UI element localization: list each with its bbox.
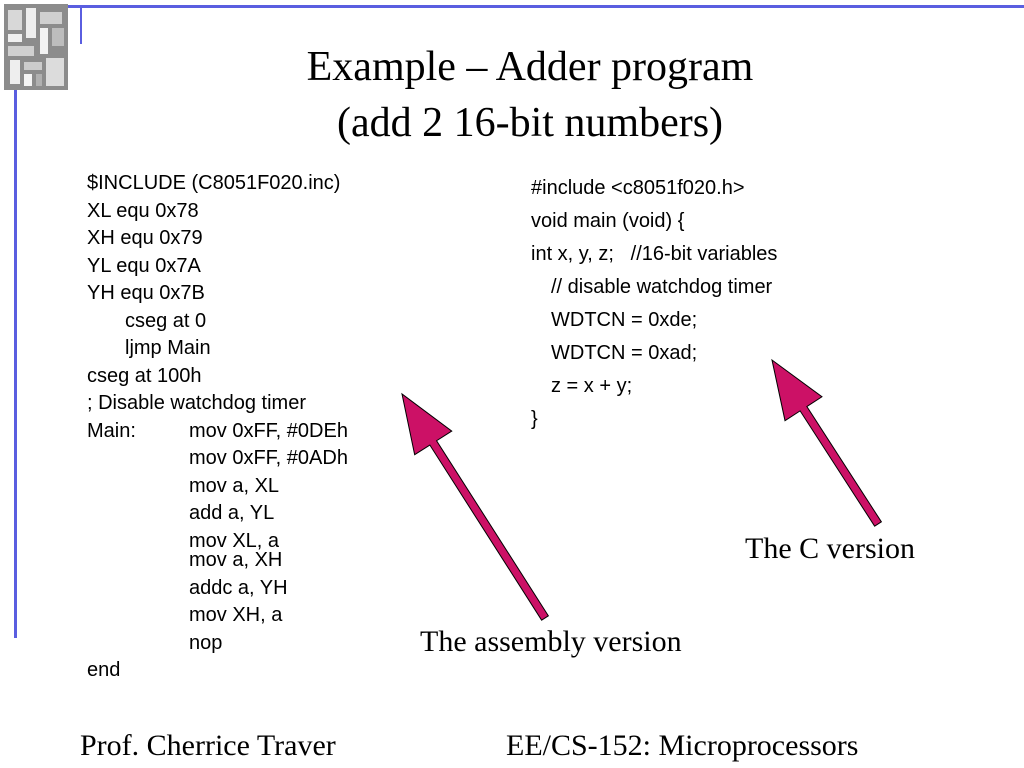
- assembly-line: mov XL, a: [87, 528, 348, 556]
- footer-course: EE/CS-152: Microprocessors: [506, 729, 859, 762]
- chip-logo: [4, 4, 68, 90]
- c-code-line: }: [531, 408, 538, 430]
- assembly-line: YH equ 0x7B: [87, 280, 348, 308]
- assembly-instruction: ljmp Main: [125, 337, 211, 359]
- assembly-line: mov a, XL: [87, 473, 348, 501]
- c-code-block: #include <c8051f020.h> void main (void) {…: [531, 172, 777, 436]
- top-rule: [68, 5, 1024, 8]
- assembly-instruction: YH equ 0x7B: [87, 282, 205, 304]
- footer-author: Prof. Cherrice Traver: [80, 729, 336, 762]
- assembly-instruction: nop: [189, 631, 223, 654]
- assembly-line: mov XH, a: [87, 602, 348, 630]
- left-rule-inner: [80, 8, 82, 44]
- assembly-line: addc a, YH: [87, 575, 348, 603]
- assembly-instruction: cseg at 100h: [87, 364, 202, 387]
- assembly-instruction: mov a, XH: [189, 549, 283, 571]
- assembly-line: XH equ 0x79: [87, 225, 348, 253]
- c-code-line: // disable watchdog timer: [551, 276, 773, 298]
- slide-title-line-1: Example – Adder program: [306, 44, 754, 90]
- assembly-line: XL equ 0x78: [87, 198, 348, 226]
- assembly-line: ljmp Main: [87, 335, 348, 363]
- assembly-instruction: cseg at 0: [125, 309, 207, 332]
- c-code-line: void main (void) {: [531, 210, 685, 232]
- assembly-instruction: $INCLUDE (C8051F020.inc): [87, 172, 341, 194]
- assembly-instruction: add a, YL: [189, 502, 275, 524]
- assembly-line: mov a, XH: [87, 547, 348, 575]
- assembly-instruction: end: [87, 659, 121, 681]
- assembly-line: cseg at 100h: [87, 363, 348, 391]
- assembly-instruction: mov 0xFF, #0ADh: [189, 447, 348, 469]
- assembly-instruction: addc a, YH: [189, 576, 288, 599]
- assembly-instruction: mov XL, a: [189, 529, 280, 552]
- assembly-instruction: XL equ 0x78: [87, 199, 199, 222]
- assembly-instruction: YL equ 0x7A: [87, 254, 201, 277]
- assembly-line: end: [87, 657, 348, 685]
- c-code-line: WDTCN = 0xde;: [551, 309, 698, 331]
- assembly-line: mov 0xFF, #0ADh: [87, 445, 348, 473]
- c-code-line: int x, y, z; //16-bit variables: [531, 243, 778, 265]
- c-code-line: #include <c8051f020.h>: [531, 177, 745, 199]
- assembly-line: YL equ 0x7A: [87, 253, 348, 281]
- assembly-instruction: ; Disable watchdog timer: [87, 392, 306, 414]
- assembly-version-caption: The assembly version: [420, 625, 682, 658]
- c-version-caption: The C version: [745, 532, 915, 565]
- assembly-arrow: [401, 392, 550, 621]
- assembly-instruction: XH equ 0x79: [87, 227, 203, 249]
- c-code-line: WDTCN = 0xad;: [551, 342, 698, 364]
- assembly-line: Main: mov 0xFF, #0DEh: [87, 418, 348, 446]
- c-code-line: z = x + y;: [551, 375, 633, 397]
- assembly-line: ; Disable watchdog timer: [87, 390, 348, 418]
- assembly-label: Main:: [87, 419, 136, 442]
- assembly-line: cseg at 0: [87, 308, 348, 336]
- slide-title-line-2: (add 2 16-bit numbers): [336, 100, 724, 146]
- assembly-instruction: mov a, XL: [189, 474, 280, 497]
- assembly-line: nop: [87, 630, 348, 658]
- assembly-instruction: mov XH, a: [189, 604, 283, 626]
- left-rule: [14, 90, 17, 638]
- assembly-instruction: mov 0xFF, #0DEh: [189, 419, 348, 442]
- assembly-line: add a, YL: [87, 500, 348, 528]
- assembly-line: $INCLUDE (C8051F020.inc): [87, 170, 348, 198]
- c-arrow: [771, 358, 883, 527]
- assembly-code-block: $INCLUDE (C8051F020.inc) XL equ 0x78 XH eq…: [87, 170, 348, 685]
